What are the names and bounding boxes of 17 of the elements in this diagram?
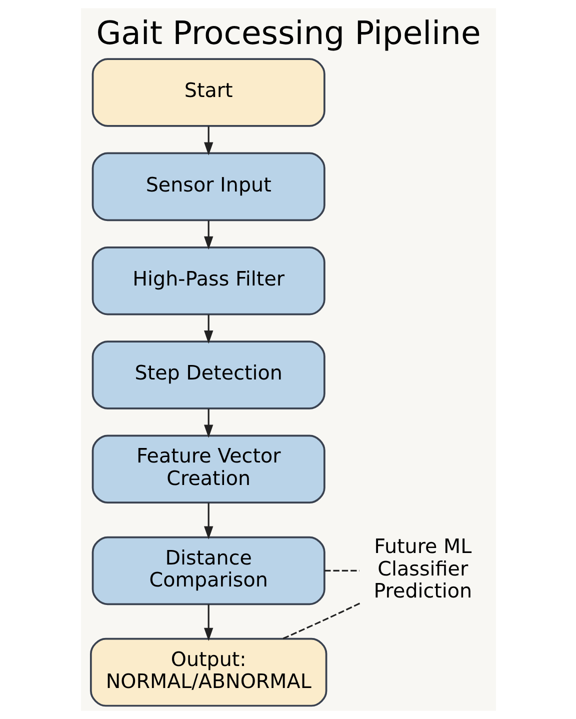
node-box: Distance Comparison — [91, 536, 325, 606]
arrow — [204, 502, 213, 540]
node-box: Step Detection — [91, 340, 325, 410]
arrow — [204, 126, 213, 156]
node-box: Start — [91, 58, 325, 127]
arrow — [204, 408, 213, 438]
arrow — [204, 314, 213, 344]
node-box: Feature Vector Creation — [91, 434, 325, 504]
connector — [324, 570, 359, 572]
node-box: High-Pass Filter — [91, 246, 325, 316]
arrow — [204, 220, 213, 250]
node-box: Sensor Input — [91, 152, 325, 222]
arrow — [204, 604, 213, 641]
connector — [282, 602, 360, 640]
node-text: Future ML Classifier Prediction — [373, 535, 472, 603]
node-box: Output: NORMAL/ABNORMAL — [89, 638, 327, 707]
diagram-title: Gait Processing Pipeline — [96, 14, 480, 52]
